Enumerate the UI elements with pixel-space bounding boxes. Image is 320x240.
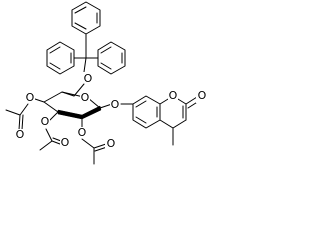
coumarin-group: O O	[132, 89, 207, 146]
structure-canvas: O O O	[0, 0, 224, 168]
trityl-phenyl-ring-top	[71, 1, 101, 35]
trityl-ether-oxygen-label: O	[84, 72, 93, 85]
glycosidic-link: O	[99, 98, 134, 111]
acetoxy-2-carbonyl-oxygen-label: O	[61, 136, 70, 149]
coumarin-ring-oxygen-label: O	[169, 89, 178, 102]
pyranose-ring: O	[43, 91, 102, 120]
coumarin-carbonyl-oxygen-label: O	[198, 89, 207, 102]
glycosidic-oxygen-label: O	[111, 98, 120, 111]
acetoxy-1-carbonyl-oxygen-label: O	[16, 128, 25, 141]
trityl-center-bond-down	[83, 57, 87, 73]
chemical-structure-diagram: O O O	[5, 1, 207, 165]
acetoxy-3-oxygen-label: O	[78, 126, 87, 139]
ring-oxygen-label: O	[81, 91, 90, 104]
acetoxy-2-oxygen-label: O	[41, 115, 50, 128]
trityl-group	[46, 1, 126, 75]
acetoxy-3-carbonyl-oxygen-label: O	[107, 137, 116, 150]
acetoxy-group-3: O O	[77, 116, 116, 165]
acetoxy-1-oxygen-label: O	[26, 91, 35, 104]
acetoxy-group-2: O O	[39, 111, 70, 151]
acetoxy-group-1: O O	[5, 91, 45, 142]
trityl-phenyl-ring-right	[97, 41, 126, 75]
coumarin-benzene-ring	[132, 95, 161, 129]
trityl-phenyl-ring-left	[46, 41, 75, 75]
